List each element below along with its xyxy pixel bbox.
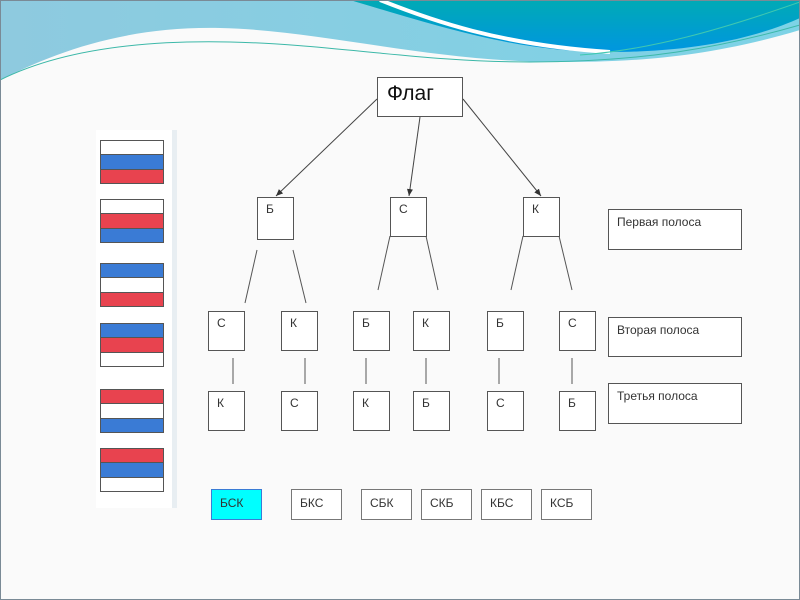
level2-node: К [413,311,450,351]
branch-line [244,249,258,304]
flag-variant [100,448,164,492]
branch-line [558,235,573,291]
flag-stripe [101,228,163,242]
flag-stripe [101,292,163,306]
flag-variant [100,263,164,307]
branch-line [425,235,439,291]
flag-variant [100,199,164,243]
flag-stripe [101,278,163,293]
arrow-to-k [462,98,542,197]
level3-node: С [281,391,318,431]
flag-stripe [101,418,163,432]
flag-stripe [101,338,163,353]
level1-node: Б [257,197,294,240]
flag-stripe [101,155,163,170]
row-label-third-stripe: Третья полоса [608,383,742,424]
flag-variants-panel [96,130,177,508]
branch-line [510,235,524,291]
result-combination[interactable]: СКБ [421,489,472,520]
level2-node: К [281,311,318,351]
level3-node: Б [413,391,450,431]
level2-node: С [208,311,245,351]
result-combination[interactable]: КБС [481,489,532,520]
flag-stripe [101,324,163,339]
flag-variant [100,323,164,367]
flag-stripe [101,169,163,183]
flag-stripe [101,214,163,229]
level2-node: С [559,311,596,351]
flag-stripe [101,200,163,215]
result-combination[interactable]: СБК [361,489,412,520]
flag-stripe [101,477,163,491]
flag-stripe [101,352,163,366]
flag-stripe [101,449,163,464]
root-node-flag: Флаг [377,77,463,117]
level2-node: Б [487,311,524,351]
flag-stripe [101,264,163,279]
level1-node: С [390,197,427,237]
level3-node: Б [559,391,596,431]
row-label-first-stripe: Первая полоса [608,209,742,250]
result-combination[interactable]: БСК [211,489,262,520]
flag-stripe [101,463,163,478]
level1-node: К [523,197,560,237]
level3-node: К [353,391,390,431]
flag-variant [100,140,164,184]
result-combination[interactable]: КСБ [541,489,592,520]
branch-line [292,249,307,304]
arrow-to-b [275,98,378,197]
level3-node: С [487,391,524,431]
arrow-to-s [406,116,421,197]
flag-variant [100,389,164,433]
row-label-second-stripe: Вторая полоса [608,317,742,357]
flag-stripe [101,141,163,156]
result-combination[interactable]: БКС [291,489,342,520]
flag-stripe [101,404,163,419]
level2-node: Б [353,311,390,351]
branch-line [377,235,391,291]
level3-node: К [208,391,245,431]
flag-stripe [101,390,163,405]
